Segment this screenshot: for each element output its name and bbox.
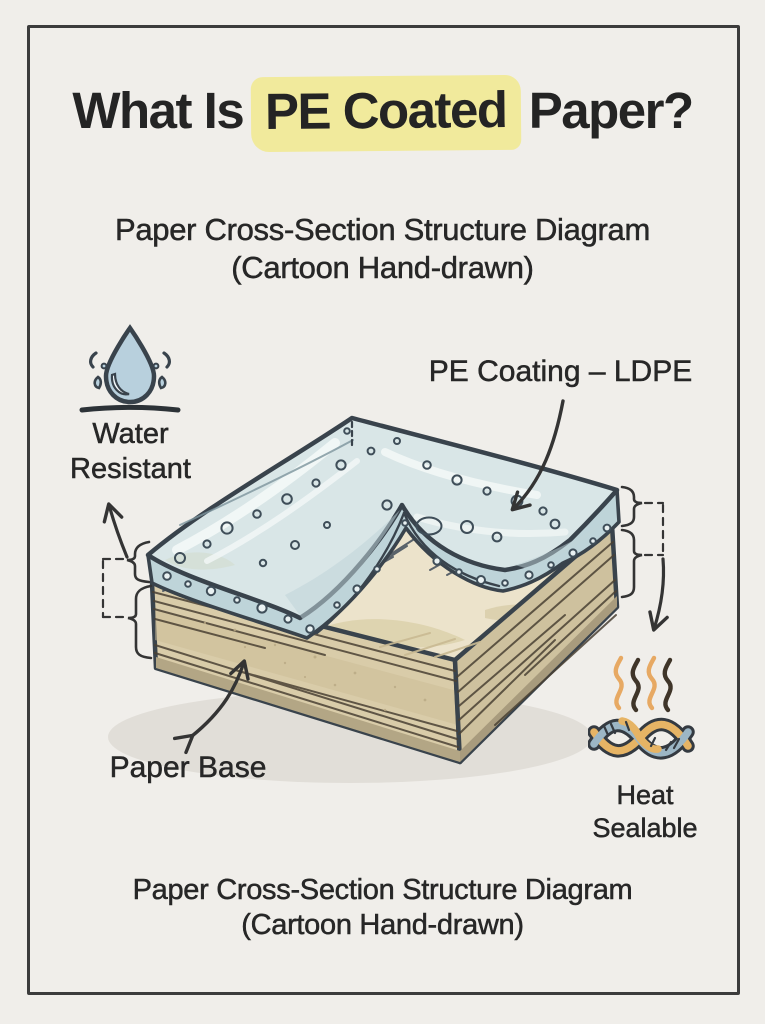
bottom-caption: Paper Cross-Section Structure Diagram (C… [0, 873, 765, 943]
heat-label-line-1: Heat [616, 780, 674, 811]
caption-line-1: Paper Cross-Section Structure Diagram [132, 874, 633, 907]
water-label-line-1: Water [92, 418, 169, 451]
heat-seal-rope-icon [588, 655, 695, 760]
right-brace-base [620, 528, 643, 599]
title-suffix: Paper? [528, 82, 694, 139]
subtitle-line-2: (Cartoon Hand-drawn) [231, 250, 534, 286]
subtitle: Paper Cross-Section Structure Diagram (C… [0, 211, 765, 287]
subtitle-line-1: Paper Cross-Section Structure Diagram [114, 212, 651, 248]
title-prefix: What Is [72, 82, 244, 139]
heat-label-line-2: Sealable [592, 813, 698, 844]
heat-waves [613, 655, 673, 713]
ground-line [79, 404, 181, 413]
left-brace-coating [126, 540, 151, 584]
heat-sealable-label: Heat Sealable [575, 779, 715, 845]
border-frame [27, 25, 740, 995]
pe-coating-layer [145, 415, 621, 640]
paper-base-label: Paper Base [109, 751, 267, 785]
water-resistant-label: Water Resistant [48, 417, 213, 487]
water-label-line-2: Resistant [70, 453, 191, 486]
caption-line-2: (Cartoon Hand-drawn) [241, 909, 524, 942]
rope-strands [588, 717, 695, 760]
paper-base-arrow [172, 659, 250, 755]
left-brace-base [127, 584, 153, 660]
droplet-shape [103, 324, 157, 405]
droplet-highlight [110, 372, 130, 396]
pe-coating-label: PE Coating – LDPE [428, 355, 693, 389]
title-highlight: PE Coated [250, 74, 522, 153]
water-drop-icon [79, 324, 181, 413]
right-measure-annotation [620, 485, 669, 632]
left-measure-annotation [101, 502, 153, 660]
right-brace-coating [620, 485, 643, 528]
paper-cross-section-diagram [101, 399, 669, 783]
up-arrow [102, 502, 129, 559]
pe-coating-arrow [510, 399, 565, 512]
down-arrow [648, 557, 669, 632]
